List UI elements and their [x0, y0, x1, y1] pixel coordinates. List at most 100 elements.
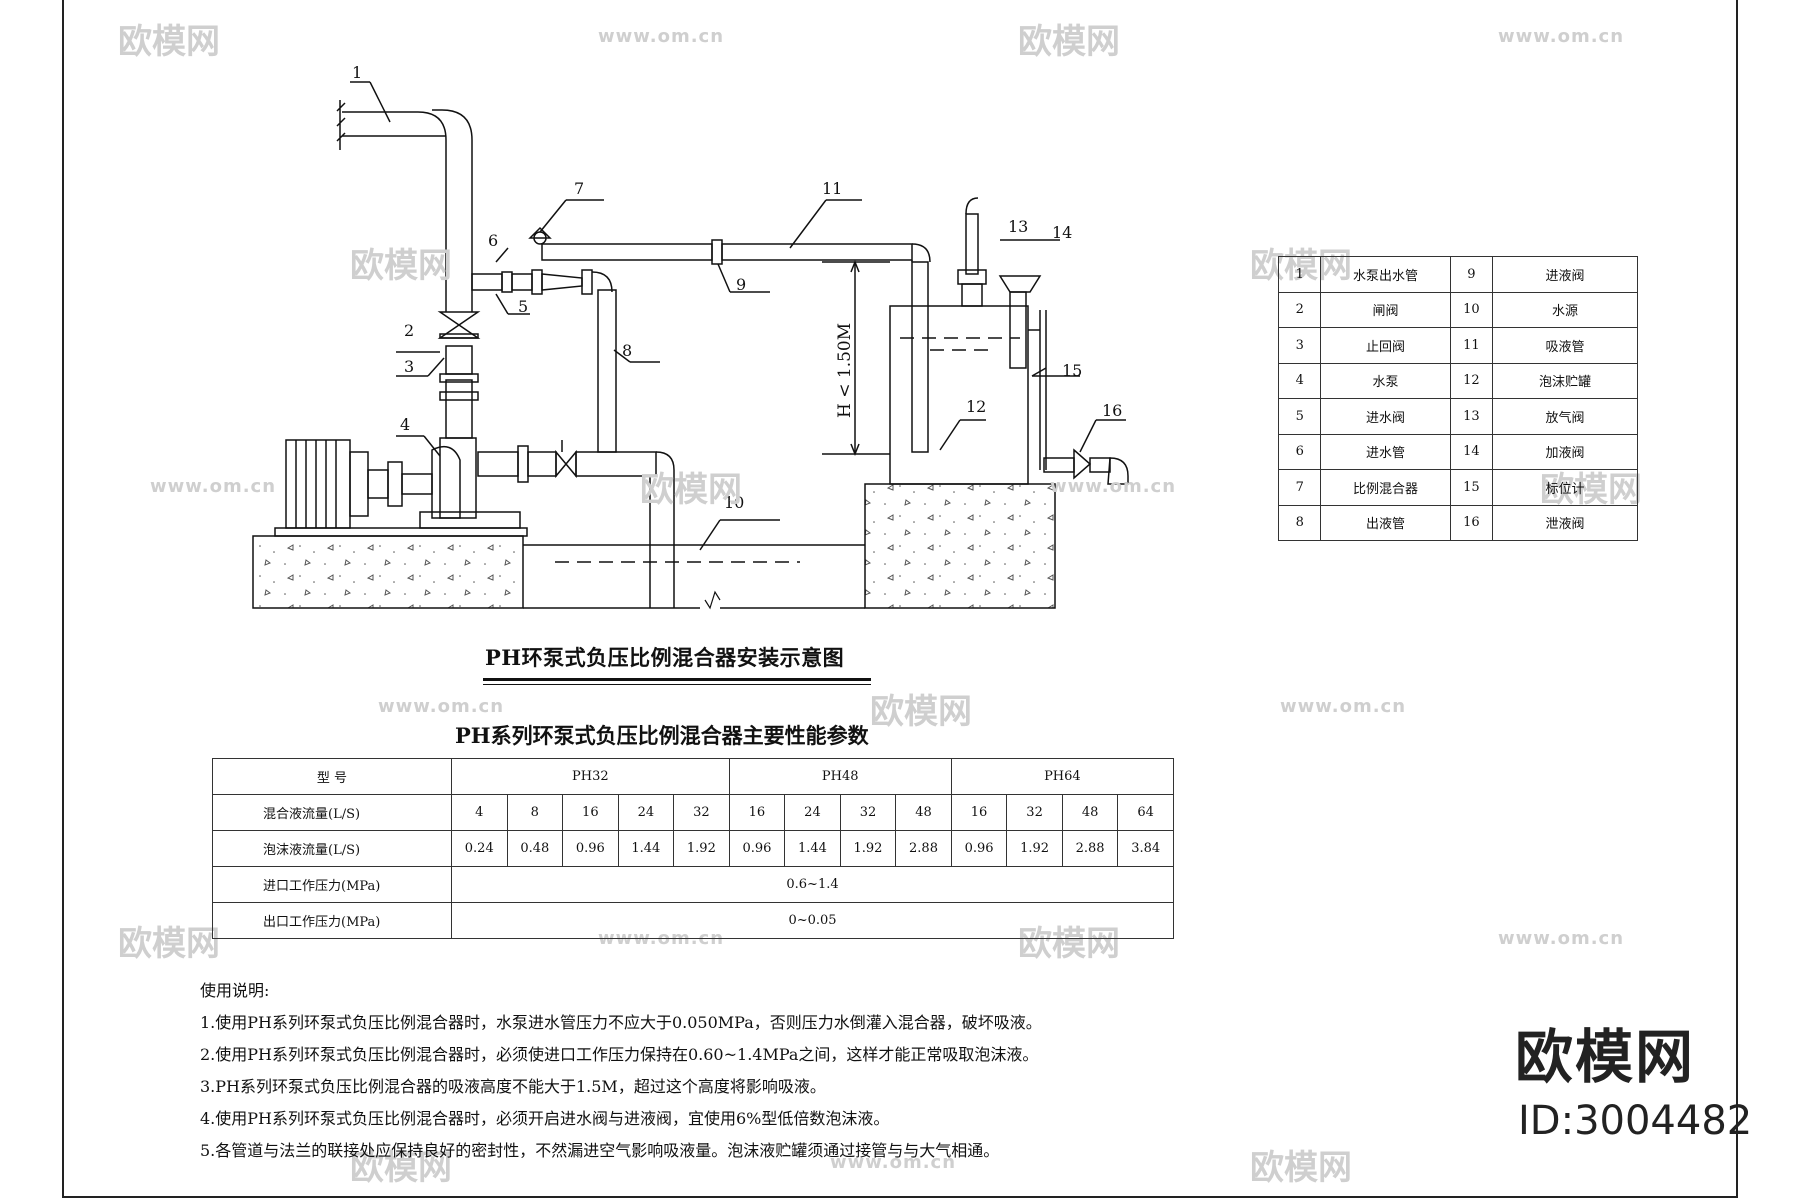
row-label: 混合液流量(L/S) [212, 794, 452, 831]
note-item: 1.使用PH系列环泵式负压比例混合器时，水泵进水管压力不应大于0.050MPa，… [200, 1013, 1042, 1032]
table-cell: 24 [784, 794, 841, 831]
note-item: 5.各管道与法兰的联接处应保持良好的密封性，不然漏进空气影响吸液量。泡沫液贮罐须… [200, 1141, 1000, 1160]
legend-number: 10 [1449, 291, 1494, 328]
callout-4: 4 [400, 415, 410, 434]
table-row: 出口工作压力(MPa) 0~0.05 [212, 902, 1174, 939]
title-underline [483, 678, 871, 681]
legend-part-name: 进水阀 [1320, 398, 1451, 435]
table-header-row: 型 号 PH32 PH48 PH64 [212, 758, 1175, 795]
callout-1: 1 [352, 63, 362, 82]
usage-notes: 使用说明: 1.使用PH系列环泵式负压比例混合器时，水泵进水管压力不应大于0.0… [200, 975, 1042, 1167]
table-cell: 48 [895, 794, 952, 831]
tank-foundation [864, 483, 1056, 609]
table-cell: 24 [617, 794, 675, 831]
table-cell: 16 [728, 794, 786, 831]
brand-id: ID:3004482 [1518, 1098, 1753, 1144]
legend-part-name: 出液管 [1320, 504, 1451, 541]
legend-number: 4 [1277, 362, 1322, 399]
table-cell: 2.88 [895, 830, 952, 867]
legend-part-name: 止回阀 [1320, 327, 1451, 364]
legend-number: 2 [1277, 291, 1322, 328]
table-cell: 1.92 [839, 830, 897, 867]
callout-8: 8 [622, 341, 632, 360]
callout-7: 7 [574, 179, 584, 198]
table-cell: 8 [506, 794, 564, 831]
legend-number: 3 [1277, 327, 1322, 364]
inlet-pressure-value: 0.6~1.4 [451, 866, 1174, 903]
legend-number: 12 [1449, 362, 1494, 399]
table-cell: 1.92 [1006, 830, 1063, 867]
row-label: 出口工作压力(MPa) [212, 902, 452, 939]
pump-body [431, 445, 461, 519]
legend-part-name: 进水管 [1320, 433, 1451, 470]
legend-number: 6 [1277, 433, 1322, 470]
table-row: 进口工作压力(MPa) 0.6~1.4 [212, 866, 1174, 903]
legend-part-name: 水泵出水管 [1320, 256, 1451, 293]
table-cell: 32 [839, 794, 897, 831]
table-cell: 16 [950, 794, 1008, 831]
callout-3: 3 [404, 357, 414, 376]
legend-part-name: 吸液管 [1492, 327, 1638, 364]
table-cell: 0.96 [950, 830, 1008, 867]
legend-part-name: 闸阀 [1320, 291, 1451, 328]
legend-part-name: 放气阀 [1492, 398, 1638, 435]
legend-number: 14 [1449, 433, 1494, 470]
legend-part-name: 进液阀 [1492, 256, 1638, 293]
legend-number: 7 [1277, 469, 1322, 506]
height-dimension-label: H < 1.50M [835, 323, 855, 418]
table-cell: 32 [673, 794, 730, 831]
proportioner [541, 273, 583, 291]
title-underline [483, 684, 871, 685]
callout-12: 12 [966, 397, 986, 416]
legend-number: 8 [1277, 504, 1322, 541]
legend-number: 5 [1277, 398, 1322, 435]
legend-part-name: 标位计 [1492, 469, 1638, 506]
model-group: PH64 [950, 758, 1175, 795]
foam-tank [889, 305, 1029, 485]
callout-13: 13 [1008, 217, 1028, 236]
table-cell: 1.44 [617, 830, 675, 867]
callout-10: 10 [724, 493, 744, 512]
table-cell: 64 [1117, 794, 1174, 831]
row-label: 进口工作压力(MPa) [212, 866, 452, 903]
table-cell: 32 [1006, 794, 1063, 831]
legend-part-name: 泄液阀 [1492, 504, 1638, 541]
legend-number: 11 [1449, 327, 1494, 364]
note-item: 4.使用PH系列环泵式负压比例混合器时，必须开启进水阀与进液阀，宜使用6%型低倍… [200, 1109, 890, 1128]
brand-logo: 欧模网 [1515, 1023, 1696, 1091]
callout-9: 9 [736, 275, 746, 294]
table-title: PH系列环泵式负压比例混合器主要性能参数 [455, 723, 869, 748]
outlet-pressure-value: 0~0.05 [451, 902, 1174, 939]
table-cell: 1.44 [784, 830, 841, 867]
legend-part-name: 水泵 [1320, 362, 1451, 399]
table-cell: 0.24 [451, 830, 508, 867]
table-cell: 0.96 [562, 830, 619, 867]
callout-5: 5 [518, 297, 528, 316]
table-cell: 4 [451, 794, 508, 831]
callout-16: 16 [1102, 401, 1122, 420]
legend-part-name: 比例混合器 [1320, 469, 1451, 506]
drawing-frame [62, 0, 1738, 1198]
callout-6: 6 [488, 231, 498, 250]
table-cell: 3.84 [1117, 830, 1174, 867]
legend-part-name: 加液阀 [1492, 433, 1638, 470]
legend-part-name: 泡沫贮罐 [1492, 362, 1638, 399]
legend-part-name: 水源 [1492, 291, 1638, 328]
table-cell: 1.92 [673, 830, 730, 867]
table-cell: 0.96 [728, 830, 786, 867]
legend-number: 15 [1449, 469, 1494, 506]
legend-number: 1 [1277, 256, 1322, 293]
diagram-title: PH环泵式负压比例混合器安装示意图 [485, 645, 845, 670]
